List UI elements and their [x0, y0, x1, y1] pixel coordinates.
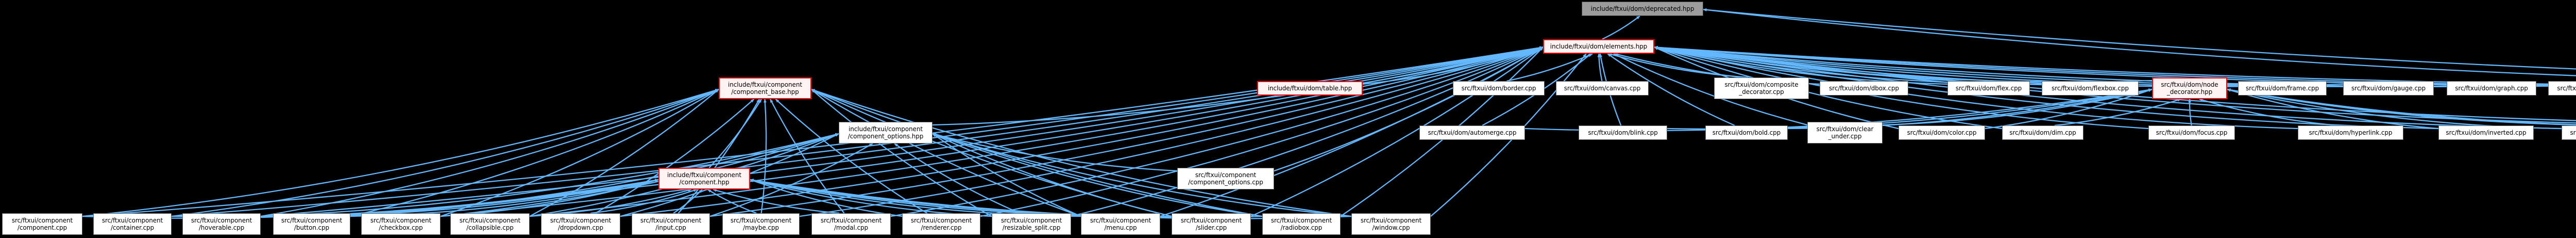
- include-edge: [932, 133, 1081, 217]
- include-edge: [440, 46, 1544, 217]
- include-edge: [1985, 89, 2153, 130]
- include-edge: [707, 189, 757, 214]
- graph-node-c_hoverable[interactable]: src/ftxui/component /hoverable.cpp: [182, 213, 261, 235]
- include-edge: [529, 46, 1544, 217]
- include-edge: [811, 89, 992, 217]
- include-edge: [811, 89, 1263, 217]
- graph-node-c_menu[interactable]: src/ftxui/component /menu.cpp: [1081, 213, 1160, 235]
- include-edge: [775, 99, 928, 214]
- graph-node-focus[interactable]: src/ftxui/dom/focus.cpp: [2148, 125, 2235, 140]
- include-edge: [1703, 8, 2576, 70]
- graph-node-c_renderer[interactable]: src/ftxui/component /renderer.cpp: [902, 213, 980, 235]
- graph-node-color[interactable]: src/ftxui/dom/color.cpp: [1899, 125, 1985, 140]
- graph-node-elements[interactable]: include/ftxui/dom/elements.hpp: [1543, 39, 1654, 54]
- include-edge: [1602, 15, 1640, 40]
- include-edge: [677, 99, 760, 214]
- include-edge: [932, 133, 1178, 172]
- graph-node-graph[interactable]: src/ftxui/dom/graph.cpp: [2447, 81, 2536, 96]
- include-edge: [932, 133, 1172, 217]
- include-edge: [1071, 46, 1544, 217]
- include-edge: [350, 133, 839, 217]
- graph-node-blink[interactable]: src/ftxui/dom/blink.cpp: [1579, 125, 1667, 140]
- graph-node-dbox[interactable]: src/ftxui/dom/dbox.cpp: [1820, 81, 1908, 96]
- graph-node-c_collapsible[interactable]: src/ftxui/component /collapsible.cpp: [450, 213, 530, 235]
- graph-node-c_container[interactable]: src/ftxui/component /container.cpp: [93, 213, 172, 235]
- include-edge: [894, 143, 1020, 214]
- include-edge: [713, 188, 840, 214]
- graph-node-component_base[interactable]: include/ftxui/component /component_base.…: [719, 77, 811, 99]
- include-edge: [171, 89, 719, 217]
- include-edge: [1250, 46, 1544, 217]
- include-edge: [811, 89, 1352, 217]
- graph-node-canvas[interactable]: src/ftxui/dom/canvas.cpp: [1556, 81, 1649, 96]
- graph-node-flexbox[interactable]: src/ftxui/dom/flexbox.cpp: [2042, 81, 2139, 96]
- graph-node-hyperlink[interactable]: src/ftxui/dom/hyperlink.cpp: [2298, 125, 2403, 140]
- graph-node-table_hpp[interactable]: include/ftxui/dom/table.hpp: [1257, 81, 1363, 96]
- graph-node-clear_under[interactable]: src/ftxui/dom/clear _under.cpp: [1807, 122, 1883, 144]
- graph-node-c_component[interactable]: src/ftxui/component /component.cpp: [2, 213, 82, 235]
- graph-node-italic[interactable]: src/ftxui/dom/italic.cpp: [2562, 125, 2576, 140]
- include-edge: [811, 89, 1081, 217]
- include-edge: [750, 179, 1352, 219]
- graph-node-automerge[interactable]: src/ftxui/dom/automerge.cpp: [1419, 125, 1525, 140]
- graph-node-c_radiobox[interactable]: src/ftxui/component /radiobox.cpp: [1262, 213, 1341, 235]
- graph-node-inverted[interactable]: src/ftxui/dom/inverted.cpp: [2438, 125, 2534, 140]
- include-edge: [932, 46, 1544, 126]
- include-edge: [760, 99, 767, 214]
- include-edge: [2054, 98, 2181, 126]
- include-edge: [2188, 99, 2192, 126]
- include-edge: [440, 89, 719, 217]
- graph-node-deprecated[interactable]: include/ftxui/dom/deprecated.hpp: [1582, 2, 1703, 16]
- include-edge: [980, 46, 1544, 217]
- graph-node-c_window[interactable]: src/ftxui/component /window.cpp: [1351, 213, 1431, 235]
- include-edge: [350, 89, 719, 217]
- graph-node-gauge[interactable]: src/ftxui/dom/gauge.cpp: [2343, 81, 2434, 96]
- include-edge: [260, 89, 719, 217]
- graph-node-c_resizable_split[interactable]: src/ftxui/component /resizable_split.cpp: [992, 213, 1071, 235]
- include-edge: [590, 188, 698, 214]
- include-edge: [260, 133, 839, 217]
- graph-node-component_hpp[interactable]: include/ftxui/component /component.hpp: [658, 168, 750, 189]
- include-edge: [1882, 88, 2153, 126]
- graph-node-c_input[interactable]: src/ftxui/component /input.cpp: [632, 213, 710, 235]
- graph-node-gridbox[interactable]: src/ftxui/dom/gridbox.cpp: [2548, 81, 2576, 96]
- include-edge: [620, 46, 1544, 217]
- include-edge: [769, 99, 845, 214]
- graph-node-c_checkbox[interactable]: src/ftxui/component /checkbox.cpp: [361, 213, 440, 235]
- graph-node-node_decorator[interactable]: src/ftxui/dom/node _decorator.hpp: [2152, 77, 2227, 99]
- graph-node-c_maybe[interactable]: src/ftxui/component /maybe.cpp: [722, 213, 800, 235]
- include-edge: [1613, 53, 1808, 126]
- include-edge: [2227, 88, 2439, 130]
- include-edge: [673, 189, 703, 214]
- graph-node-component_options_cpp[interactable]: src/ftxui/component /component_options.c…: [1177, 168, 1274, 189]
- graph-node-flex[interactable]: src/ftxui/dom/flex.cpp: [1947, 81, 2030, 96]
- include-edge: [1607, 53, 1735, 126]
- graph-node-bold[interactable]: src/ftxui/dom/bold.cpp: [1705, 125, 1788, 140]
- include-edge: [82, 88, 719, 217]
- include-edge: [2199, 98, 2338, 126]
- include-edge: [1160, 46, 1544, 217]
- include-edge: [799, 46, 1544, 217]
- include-edge: [709, 143, 873, 217]
- include-edge: [932, 133, 1352, 217]
- include-edge: [1703, 8, 2576, 76]
- graph-node-c_dropdown[interactable]: src/ftxui/component /dropdown.cpp: [541, 213, 620, 235]
- include-edge: [440, 133, 839, 217]
- graph-node-c_slider[interactable]: src/ftxui/component /slider.cpp: [1172, 213, 1251, 235]
- graph-node-c_modal[interactable]: src/ftxui/component /modal.cpp: [811, 213, 891, 235]
- graph-node-dim[interactable]: src/ftxui/dom/dim.cpp: [2002, 125, 2083, 140]
- graph-node-c_button[interactable]: src/ftxui/component /button.cpp: [273, 213, 350, 235]
- include-edge: [1597, 53, 1603, 82]
- include-edge: [2227, 88, 2576, 125]
- graph-node-border[interactable]: src/ftxui/dom/border.cpp: [1453, 81, 1545, 96]
- include-edge: [932, 133, 1263, 217]
- graph-node-frame[interactable]: src/ftxui/dom/frame.cpp: [2238, 81, 2327, 96]
- include-edge: [2227, 88, 2576, 125]
- graph-node-component_options_hpp[interactable]: include/ftxui/component /component_optio…: [839, 122, 933, 144]
- include-edge: [1654, 46, 2298, 130]
- include-edge: [1654, 46, 2576, 124]
- graph-node-composite_decorator[interactable]: src/ftxui/dom/composite _decorator.cpp: [1714, 77, 1809, 99]
